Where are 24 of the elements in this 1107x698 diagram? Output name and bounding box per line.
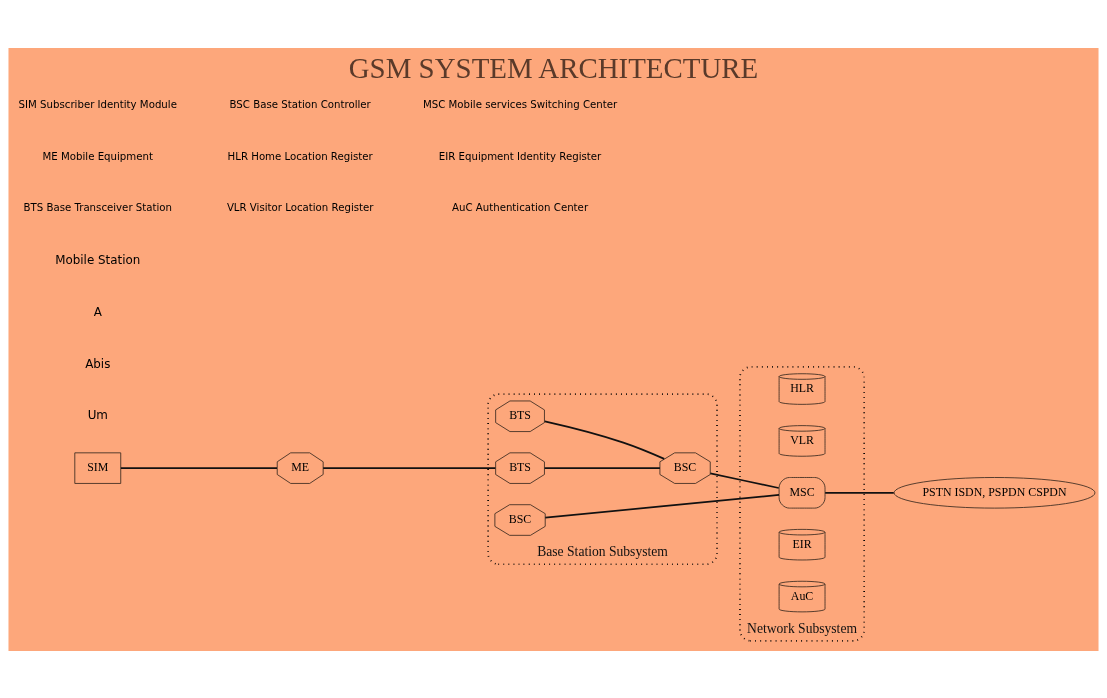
label: MSC Mobile services Switching Center (422, 98, 618, 110)
label: Abis (85, 356, 111, 371)
node-box: MSC (778, 476, 826, 509)
label: Mobile Station (55, 252, 141, 267)
label: BSC Base Station Controller (229, 98, 371, 110)
connector (120, 466, 278, 469)
connector (824, 491, 895, 494)
node-ellipse: PSTN ISDN, PSPDN CSPDN (893, 476, 1096, 509)
label: AuC Authentication Center (452, 201, 589, 213)
label: SIM Subscriber Identity Module (18, 98, 177, 110)
label: Um (87, 407, 108, 422)
label: BTS Base Transceiver Station (23, 201, 173, 213)
connector (544, 493, 780, 518)
connector (322, 466, 497, 469)
connector (543, 420, 666, 460)
label: EIR Equipment Identity Register (438, 150, 602, 161)
connector (543, 466, 661, 469)
diagram-title: GSM SYSTEM ARCHITECTURE (348, 51, 759, 84)
label: VLR Visitor Location Register (226, 201, 374, 213)
connector (709, 472, 780, 489)
label: HLR Home Location Register (227, 150, 373, 161)
node-box: SIM (74, 451, 122, 484)
label: ME Mobile Equipment (42, 150, 153, 161)
label: A (93, 304, 102, 319)
